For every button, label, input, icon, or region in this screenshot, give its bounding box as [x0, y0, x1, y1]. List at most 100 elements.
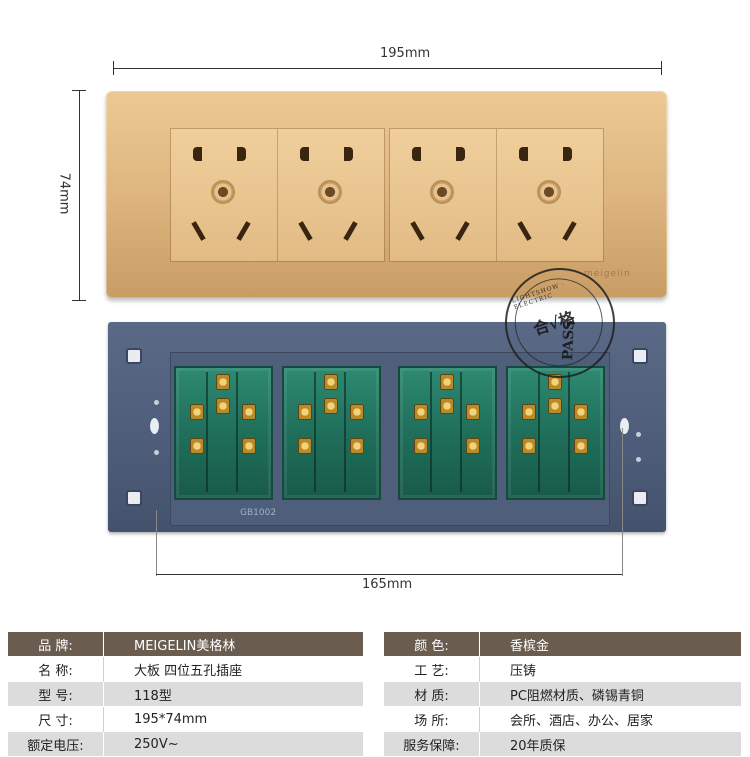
socket-1-slot-lower-left — [191, 221, 206, 241]
spec-label: 服务保障: — [384, 731, 480, 757]
socket-1-slot-right — [237, 147, 246, 161]
module-2-terminal-mid-right — [350, 404, 364, 420]
spec-value: 20年质保 — [479, 731, 741, 757]
module-1-terminal-mid — [216, 398, 230, 414]
spec-label: 型 号: — [8, 681, 104, 707]
spec-value: 大板 四位五孔插座 — [103, 656, 363, 682]
socket-4-slot-lower-left — [517, 221, 532, 241]
spec-value: 118型 — [103, 681, 363, 707]
socket-outlet-3 — [390, 129, 496, 261]
socket-4-slot-left — [519, 147, 528, 161]
width-dimension-line — [113, 68, 661, 69]
spec-row: 工 艺: 压铸 — [384, 656, 741, 682]
spec-label: 额定电压: — [8, 731, 104, 757]
module-3-terminal-top — [440, 374, 454, 390]
spec-table-right: 颜 色: 香槟金 工 艺: 压铸 材 质: PC阻燃材质、磷锡青铜 场 所: 会… — [384, 632, 741, 757]
back-dimension-line — [156, 574, 622, 575]
indicator-dot-left-2 — [154, 450, 159, 455]
spec-row: 品 牌: MEIGELIN美格林 — [8, 632, 363, 657]
module-1-terminal-low-left — [190, 438, 204, 454]
width-dimension-cap-left — [113, 61, 114, 75]
spec-row: 型 号: 118型 — [8, 681, 363, 707]
socket-3-slot-lower-left — [410, 221, 425, 241]
socket-outlet-1 — [171, 129, 277, 261]
module-3-terminal-mid — [440, 398, 454, 414]
socket-2-round-hole — [318, 180, 342, 204]
spec-label: 名 称: — [8, 656, 104, 682]
module-2-terminal-mid — [324, 398, 338, 414]
spec-row: 材 质: PC阻燃材质、磷锡青铜 — [384, 681, 741, 707]
spec-value: PC阻燃材质、磷锡青铜 — [479, 681, 741, 707]
front-brand-mark: meigelin — [584, 269, 631, 279]
socket-3-slot-left — [412, 147, 421, 161]
spec-label: 工 艺: — [384, 656, 480, 682]
module-4-terminal-low-right — [574, 438, 588, 454]
spec-value: 195*74mm — [103, 706, 363, 732]
stamp-pass-text: PASS — [560, 319, 578, 361]
mount-hole-bottom-right — [632, 490, 648, 506]
socket-outlet-2 — [277, 129, 384, 261]
spec-row: 名 称: 大板 四位五孔插座 — [8, 656, 363, 682]
socket-module-1 — [174, 366, 273, 500]
module-4-terminal-mid-right — [574, 404, 588, 420]
module-3-terminal-low-left — [414, 438, 428, 454]
socket-4-slot-lower-right — [562, 221, 577, 241]
socket-2-slot-lower-right — [343, 221, 358, 241]
spec-table-left: 品 牌: MEIGELIN美格林 名 称: 大板 四位五孔插座 型 号: 118… — [8, 632, 363, 757]
back-dimension-ext-right — [622, 428, 623, 576]
height-dimension-line — [79, 90, 80, 300]
height-dimension-cap-bottom — [72, 300, 86, 301]
spec-label: 场 所: — [384, 706, 480, 732]
socket-2-slot-lower-left — [298, 221, 313, 241]
mount-hole-top-right — [632, 348, 648, 364]
socket-2-slot-left — [300, 147, 309, 161]
back-panel-label: GB1002 — [240, 508, 277, 518]
socket-group-left — [170, 128, 385, 262]
socket-2-slot-right — [344, 147, 353, 161]
socket-group-right — [389, 128, 604, 262]
socket-3-slot-right — [456, 147, 465, 161]
socket-3-round-hole — [430, 180, 454, 204]
spec-value: 会所、酒店、办公、居家 — [479, 706, 741, 732]
spec-row: 尺 寸: 195*74mm — [8, 706, 363, 732]
module-2-terminal-low-right — [350, 438, 364, 454]
socket-4-slot-right — [563, 147, 572, 161]
module-1-rib-2 — [236, 372, 238, 492]
spec-label: 材 质: — [384, 681, 480, 707]
module-3-rib-2 — [460, 372, 462, 492]
spec-row: 额定电压: 250V~ — [8, 731, 363, 757]
width-dimension-cap-right — [661, 61, 662, 75]
indicator-dot-left-1 — [154, 400, 159, 405]
indicator-dot-right-1 — [636, 432, 641, 437]
socket-4-round-hole — [537, 180, 561, 204]
module-4-rib-2 — [568, 372, 570, 492]
module-2-rib-1 — [314, 372, 316, 492]
spec-value: 香槟金 — [479, 632, 741, 657]
width-dimension-label: 195mm — [380, 46, 431, 61]
height-dimension-label: 74mm — [56, 172, 72, 215]
back-dimension-ext-left — [156, 510, 157, 576]
socket-1-slot-lower-right — [236, 221, 251, 241]
spec-row: 场 所: 会所、酒店、办公、居家 — [384, 706, 741, 732]
socket-outlet-4 — [496, 129, 603, 261]
module-3-terminal-low-right — [466, 438, 480, 454]
screw-slot-left — [150, 418, 159, 434]
module-4-terminal-mid — [548, 398, 562, 414]
socket-module-3 — [398, 366, 497, 500]
module-4-rib-1 — [538, 372, 540, 492]
spec-label: 颜 色: — [384, 632, 480, 657]
module-4-terminal-top — [548, 374, 562, 390]
module-4-terminal-low-left — [522, 438, 536, 454]
module-4-terminal-mid-left — [522, 404, 536, 420]
socket-module-2 — [282, 366, 381, 500]
module-2-terminal-top — [324, 374, 338, 390]
module-3-terminal-mid-right — [466, 404, 480, 420]
spec-label: 品 牌: — [8, 632, 104, 657]
module-1-terminal-mid-right — [242, 404, 256, 420]
module-1-terminal-low-right — [242, 438, 256, 454]
socket-1-slot-left — [193, 147, 202, 161]
module-2-terminal-mid-left — [298, 404, 312, 420]
indicator-dot-right-2 — [636, 457, 641, 462]
module-3-rib-1 — [430, 372, 432, 492]
module-2-terminal-low-left — [298, 438, 312, 454]
